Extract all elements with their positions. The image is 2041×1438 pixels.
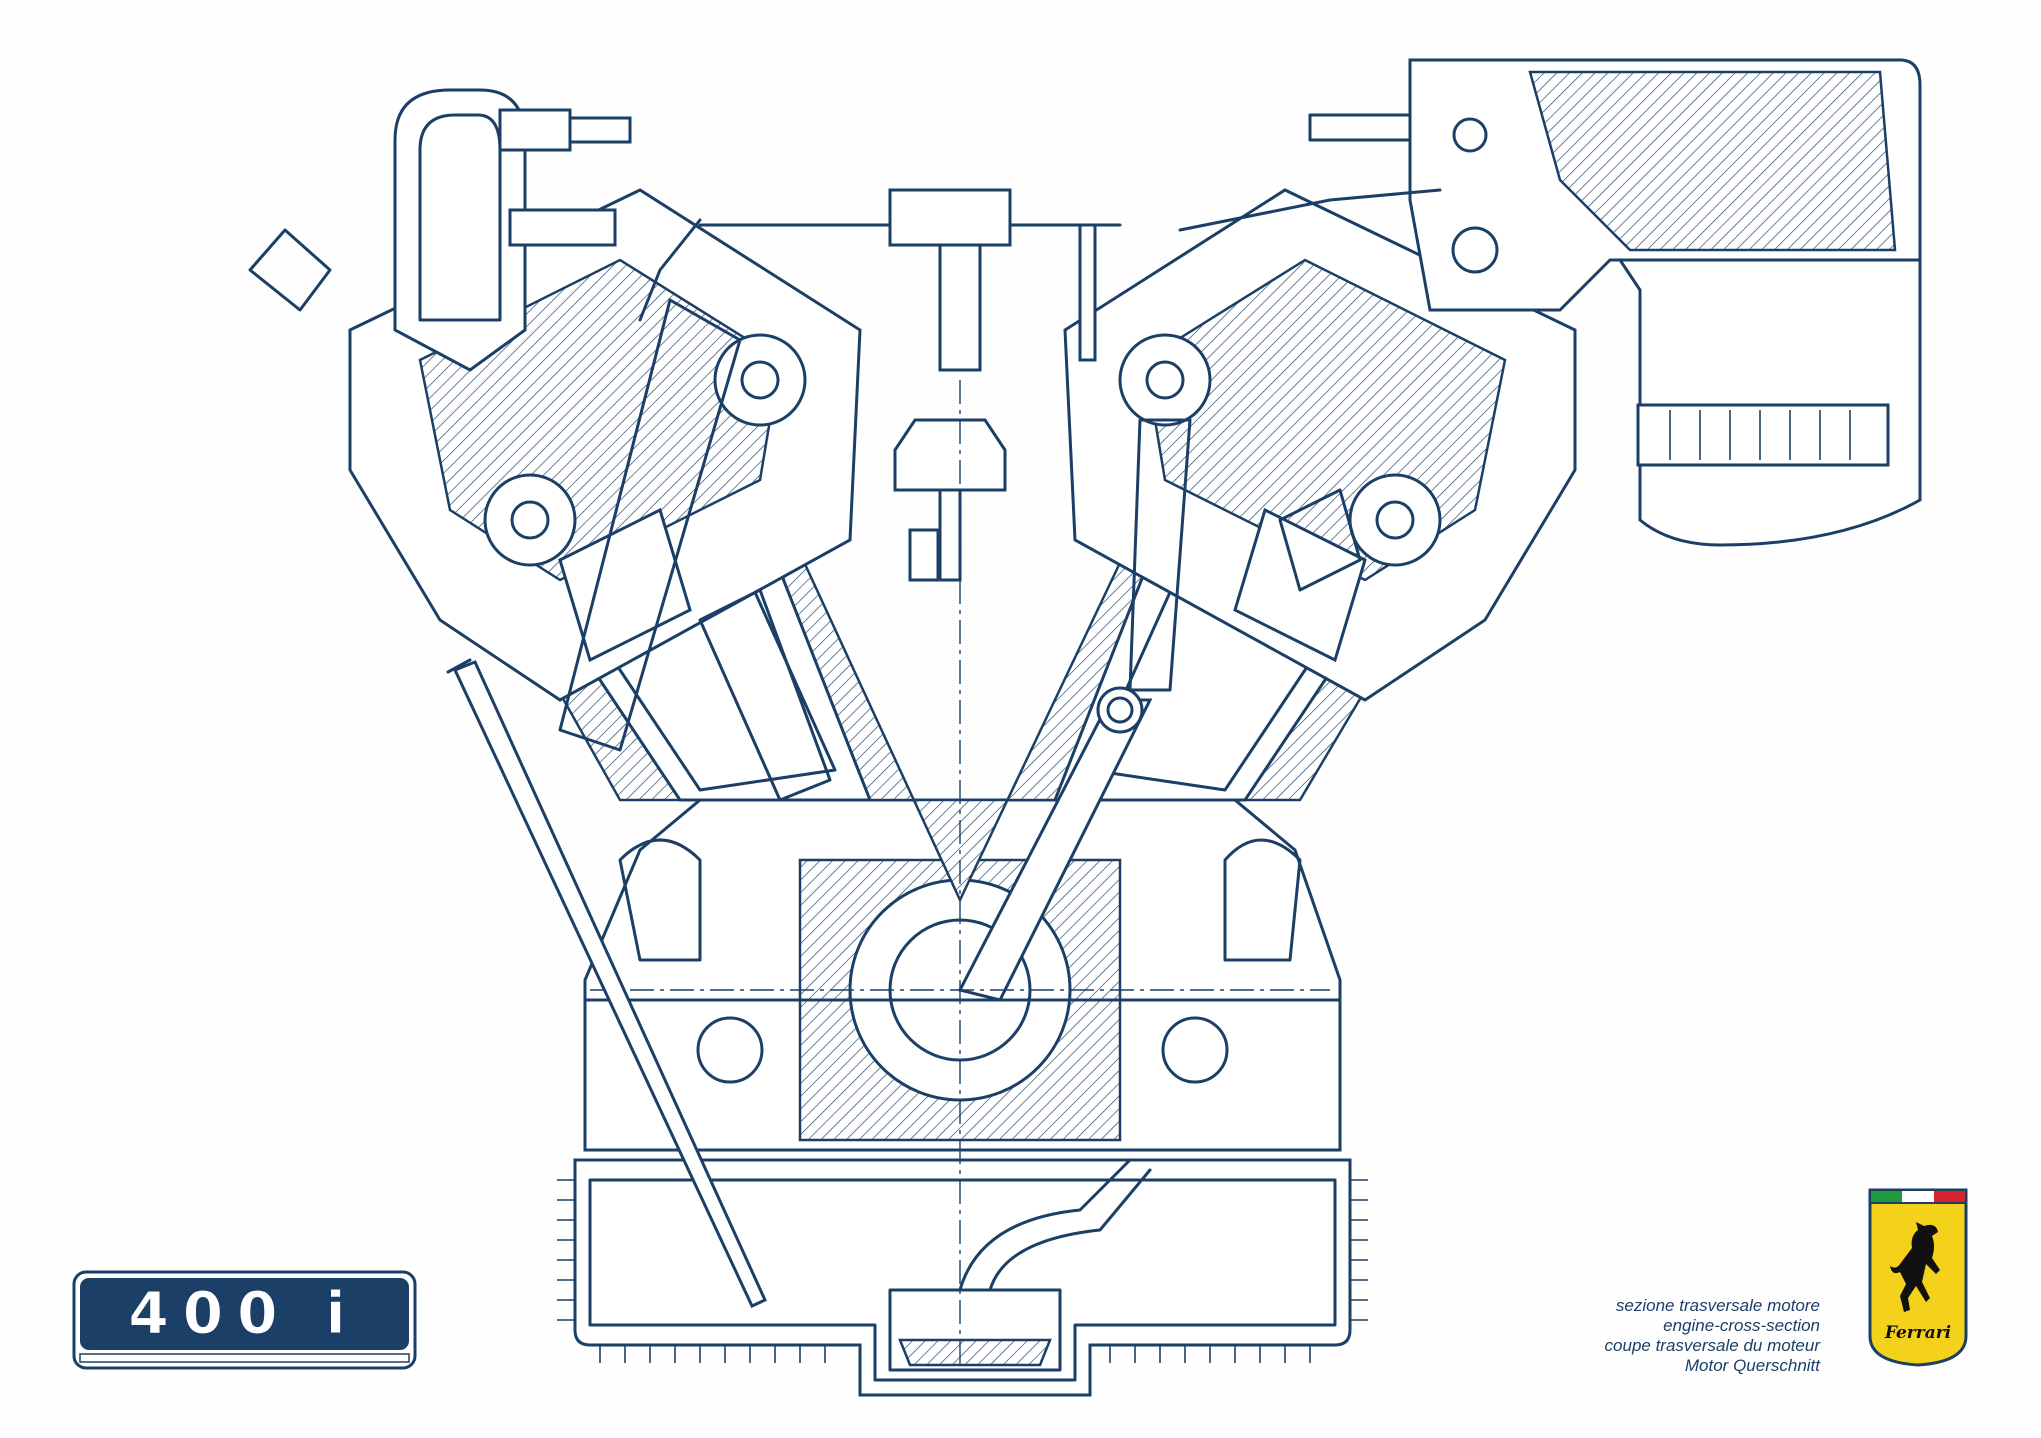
ferrari-logo-text: Ferrari xyxy=(1884,1323,1951,1343)
dipstick xyxy=(446,658,767,1308)
model-badge-text: 400 i xyxy=(128,1279,359,1347)
caption-english: engine-cross-section xyxy=(1663,1316,1820,1335)
left-intake-manifold xyxy=(248,88,632,372)
caption-block: sezione trasversale motore engine-cross-… xyxy=(1440,1296,1820,1376)
model-badge: 400 i xyxy=(72,1270,417,1370)
caption-german: Motor Querschnitt xyxy=(1684,1356,1820,1375)
caption-french: coupe trasversale du moteur xyxy=(1604,1336,1820,1355)
oil-sump xyxy=(557,1158,1368,1397)
ferrari-logo: Ferrari xyxy=(1868,1188,1968,1367)
caption-italian: sezione trasversale motore xyxy=(1615,1296,1820,1315)
prancing-horse-icon xyxy=(1890,1222,1940,1312)
center-sensor xyxy=(590,380,1330,1370)
right-cylinder-head xyxy=(1063,188,1577,702)
right-air-filter xyxy=(1308,58,1922,547)
throttle-linkage xyxy=(638,188,1442,372)
